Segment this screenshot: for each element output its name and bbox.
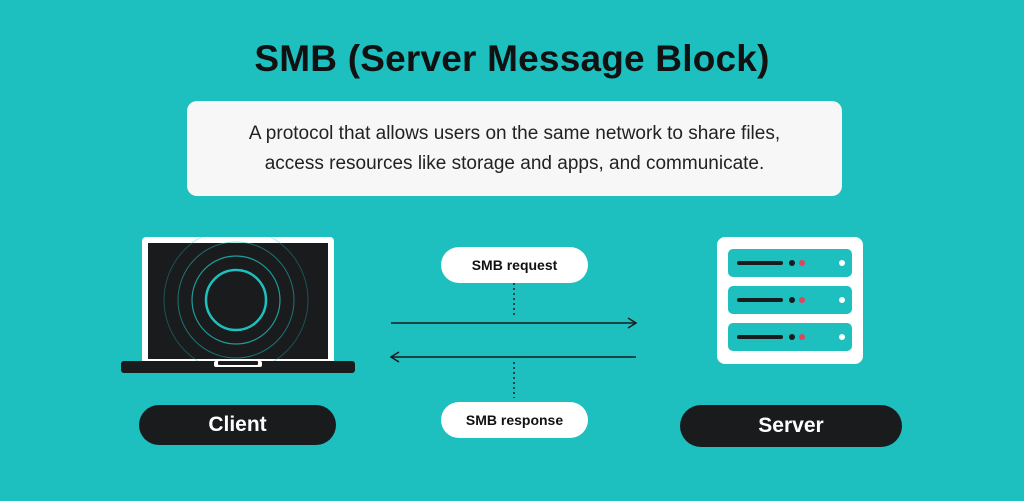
laptop-icon xyxy=(121,227,355,373)
server-rack-icon xyxy=(717,237,863,364)
smb-request-label: SMB request xyxy=(441,247,588,283)
diagram-title: SMB (Server Message Block) xyxy=(254,38,770,79)
request-arrow-icon xyxy=(391,317,638,329)
smb-response-label: SMB response xyxy=(441,402,588,438)
response-arrow-icon xyxy=(389,351,636,363)
server-label: Server xyxy=(680,405,902,447)
description-line-2: access resources like storage and apps, … xyxy=(264,152,765,174)
description-box: A protocol that allows users on the same… xyxy=(187,101,842,196)
description-line-1: A protocol that allows users on the same… xyxy=(248,122,781,144)
client-label: Client xyxy=(139,405,336,445)
description-text: A protocol that allows users on the same… xyxy=(249,119,780,179)
